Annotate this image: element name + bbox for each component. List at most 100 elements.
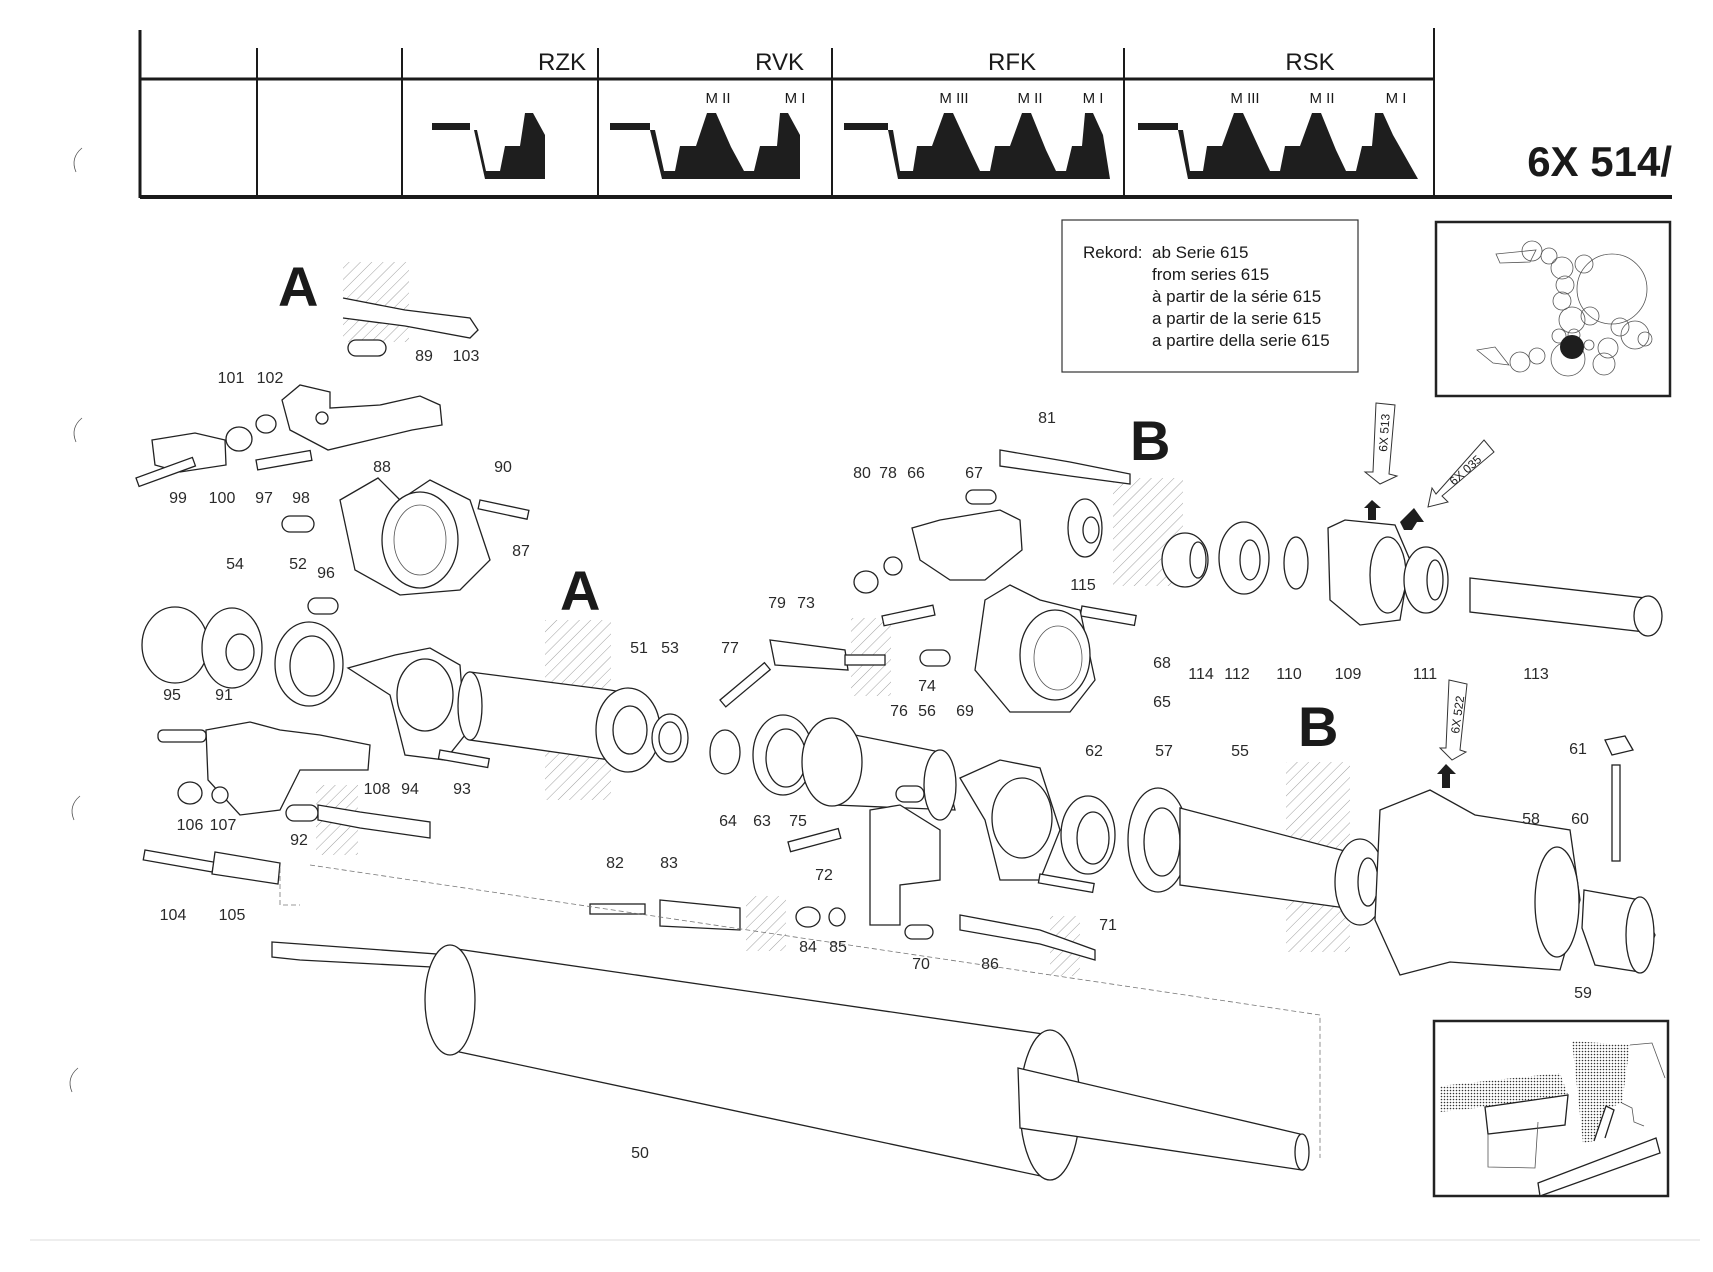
part-105-shape (211, 851, 281, 885)
part-label: 52 (289, 556, 307, 573)
note-line: à partir de la série 615 (1152, 287, 1321, 306)
section-letter-b: B (1298, 695, 1338, 758)
part-label: 106 (177, 817, 204, 834)
part-label: 105 (219, 907, 246, 924)
section-letter-a: A (278, 255, 318, 318)
part-110-shape (1283, 536, 1309, 590)
cross-ref-arrow-6x513: 6X 513 (1363, 402, 1399, 520)
part-label: 92 (290, 832, 308, 849)
part-66-shape (911, 509, 1023, 581)
part-64-shape (709, 729, 741, 775)
part-77-shape (719, 661, 772, 708)
module-label: M I (785, 90, 806, 107)
part-label: 82 (606, 855, 624, 872)
part-113-shape (1469, 577, 1646, 633)
part-99-shape (135, 456, 197, 488)
part-73-shape (881, 604, 936, 627)
part-label: 80 (853, 465, 871, 482)
part-label: 99 (169, 490, 187, 507)
binder-hole-marks (69, 147, 83, 1093)
series-note-box: Rekord: ab Serie 615 from series 615 à p… (1061, 219, 1359, 373)
part-101-shape (225, 426, 253, 452)
note-line: a partire della serie 615 (1152, 331, 1330, 350)
part-label: 102 (257, 370, 284, 387)
part-74-shape (919, 649, 951, 667)
part-72-shape (869, 804, 941, 926)
part-label: 107 (210, 817, 237, 834)
part-label: 97 (255, 490, 273, 507)
part-79-shape (769, 639, 849, 671)
part-label: 89 (415, 348, 433, 365)
cross-ref-label: 6X 513 (1376, 413, 1393, 452)
part-75-shape (787, 827, 842, 853)
part-label: 65 (1153, 694, 1171, 711)
group-label-rsk: RSK (1285, 49, 1334, 76)
part-label: 77 (721, 640, 739, 657)
note-line: ab Serie 615 (1152, 243, 1248, 262)
part-label: 59 (1574, 985, 1592, 1002)
part-label: 64 (719, 813, 737, 830)
part-label: 110 (1276, 666, 1302, 683)
binder-hole-mark (73, 417, 83, 443)
part-label: 67 (965, 465, 983, 482)
part-50-roller-shape (271, 941, 1310, 1181)
part-106-shape (177, 781, 203, 805)
part-label: 71 (1099, 917, 1117, 934)
part-label: 101 (218, 370, 245, 387)
part-60-shape (1611, 764, 1621, 862)
part-104-shape (142, 849, 215, 873)
part-102-shape (255, 414, 277, 434)
part-70-shape (904, 924, 934, 940)
part-90-shape (477, 499, 530, 520)
part-label: 93 (453, 781, 471, 798)
part-81-shape (999, 449, 1131, 485)
section-letter-a: A (560, 559, 600, 622)
profile-rvk-icon (610, 113, 800, 179)
module-label: M III (1230, 90, 1259, 107)
part-label: 90 (494, 459, 512, 476)
part-label: 104 (160, 907, 187, 924)
part-label: 58 (1522, 811, 1540, 828)
note-line: from series 615 (1152, 265, 1269, 284)
part-label: 109 (1335, 666, 1362, 683)
highlighted-roller-icon (1560, 335, 1584, 359)
part-label: 72 (815, 867, 833, 884)
part-71-shape (1037, 873, 1095, 894)
module-label: M II (1310, 90, 1335, 107)
part-88-shape (281, 384, 443, 451)
part-label: 84 (799, 939, 817, 956)
note-prefix: Rekord: (1083, 243, 1143, 262)
part-label: 100 (209, 490, 236, 507)
profile-rfk-icon (844, 113, 1110, 179)
part-label: 79 (768, 595, 786, 612)
part-label: 50 (631, 1145, 649, 1162)
module-label: M I (1083, 90, 1104, 107)
part-label: 69 (956, 703, 974, 720)
part-label: 74 (918, 678, 936, 695)
page-code: 6X 514/ (1527, 138, 1672, 185)
part-92-shape (285, 804, 319, 822)
parts-geometry: 6X 513 6X 035 6X 522 (135, 297, 1663, 1181)
part-label: 55 (1231, 743, 1249, 760)
part-label: 88 (373, 459, 391, 476)
part-label: 51 (630, 640, 648, 657)
part-85-shape (828, 907, 846, 927)
part-label: 63 (753, 813, 771, 830)
module-label: M I (1386, 90, 1407, 107)
part-label: 53 (661, 640, 679, 657)
part-label: 56 (918, 703, 936, 720)
tooth-detail-inset (1432, 1019, 1670, 1198)
module-label: M II (706, 90, 731, 107)
binder-hole-mark (73, 147, 83, 173)
profile-rzk-icon (432, 113, 545, 179)
part-label: 81 (1038, 410, 1056, 427)
cross-ref-arrow-6x035: 6X 035 (1400, 439, 1495, 530)
binder-hole-mark (71, 795, 81, 821)
module-label: M II (1018, 90, 1043, 107)
roller-position-inset (1434, 220, 1672, 398)
part-label: 96 (317, 565, 335, 582)
part-label: 73 (797, 595, 815, 612)
group-label-rvk: RVK (755, 49, 804, 76)
profile-rsk-icon (1138, 113, 1418, 179)
